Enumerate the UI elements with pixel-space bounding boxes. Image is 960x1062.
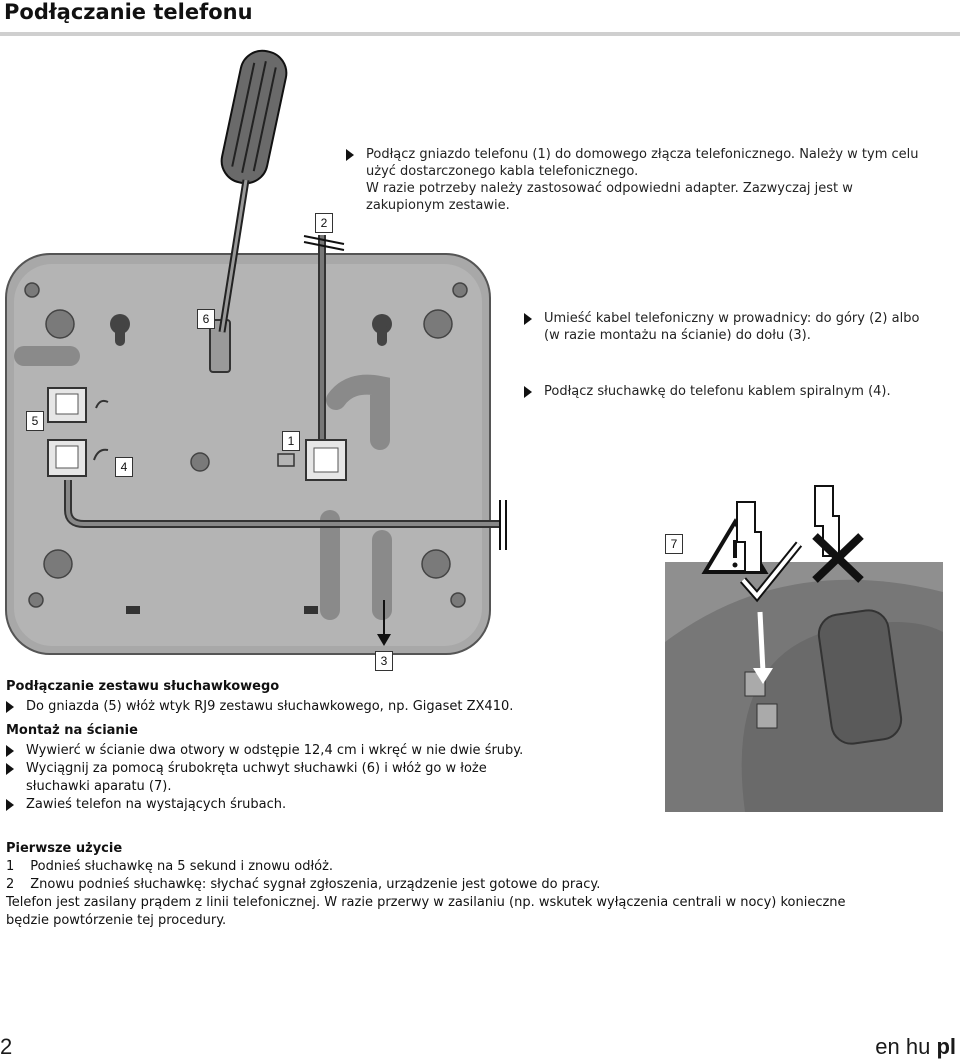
note-text: Telefon jest zasilany prądem z linii tel… bbox=[6, 895, 846, 928]
page-title: Podłączanie telefonu bbox=[4, 0, 253, 24]
instruction-text: Umieść kabel telefoniczny w prowadnicy: … bbox=[544, 311, 920, 343]
section-heading: Podłączanie zestawu słuchawkowego bbox=[6, 679, 280, 694]
list-item: Zawieś telefon na wystających śrubach. bbox=[26, 797, 287, 812]
foot-icon bbox=[43, 549, 73, 579]
instruction-block-1: Podłącz gniazdo telefonu (1) do domowego… bbox=[346, 146, 946, 214]
step-text: Znowu podnieś słuchawkę: słychać sygnał … bbox=[30, 877, 601, 892]
screwdriver-icon bbox=[218, 49, 288, 333]
phone-symbol-icon bbox=[277, 453, 295, 467]
cross-icon bbox=[812, 533, 864, 583]
callout-5: 5 bbox=[26, 411, 44, 431]
instruction-text: Podłącz gniazdo telefonu (1) do domowego… bbox=[366, 147, 919, 179]
list-item: Wywierć w ścianie dwa otwory w odstępie … bbox=[26, 743, 524, 758]
handset-holder bbox=[209, 319, 231, 373]
phone-underside-figure bbox=[5, 49, 943, 658]
corner-screw-icon bbox=[452, 282, 468, 298]
step-number: 2 bbox=[6, 877, 15, 892]
language-indicator: en hu pl bbox=[875, 1034, 956, 1060]
bullet-arrow-icon bbox=[346, 149, 354, 161]
step-text: Podnieś słuchawkę na 5 sekund i znowu od… bbox=[30, 859, 334, 874]
callout-1: 1 bbox=[282, 431, 300, 451]
instruction-block-2: Umieść kabel telefoniczny w prowadnicy: … bbox=[524, 310, 944, 344]
cradle-inset-figure bbox=[665, 482, 943, 812]
title-rule bbox=[0, 32, 960, 36]
callout-3: 3 bbox=[375, 651, 393, 671]
other-languages: en hu bbox=[875, 1034, 931, 1059]
instruction-text: Podłącz słuchawkę do telefonu kablem spi… bbox=[544, 384, 891, 399]
bullet-arrow-icon bbox=[6, 701, 14, 713]
callout-2: 2 bbox=[315, 213, 333, 233]
section-heading: Pierwsze użycie bbox=[6, 841, 123, 856]
instruction-text: W razie potrzeby należy zastosować odpow… bbox=[366, 181, 853, 213]
bullet-arrow-icon bbox=[6, 799, 14, 811]
step-row: 1 Podnieś słuchawkę na 5 sekund i znowu … bbox=[6, 858, 946, 876]
handset-icon bbox=[93, 448, 109, 461]
bullet-arrow-icon bbox=[524, 313, 532, 325]
corner-screw-icon bbox=[450, 592, 466, 608]
corner-screw-icon bbox=[24, 282, 40, 298]
foot-icon bbox=[423, 309, 453, 339]
wall-mount-section: Montaż na ścianie Wywierć w ścianie dwa … bbox=[6, 722, 656, 814]
headset-icon bbox=[95, 399, 109, 409]
bullet-arrow-icon bbox=[524, 386, 532, 398]
callout-7: 7 bbox=[665, 534, 683, 554]
first-use-section: Pierwsze użycie 1 Podnieś słuchawkę na 5… bbox=[6, 840, 946, 930]
clip-correct bbox=[736, 501, 762, 573]
list-item: Wyciągnij za pomocą śrubokręta uchwyt sł… bbox=[26, 761, 487, 794]
headset-section: Podłączanie zestawu słuchawkowego Do gni… bbox=[6, 678, 646, 716]
down-arrow-icon bbox=[377, 634, 391, 646]
callout-4: 4 bbox=[115, 457, 133, 477]
page-number: 2 bbox=[0, 1034, 13, 1059]
foot-icon bbox=[421, 549, 451, 579]
instruction-block-3: Podłącz słuchawkę do telefonu kablem spi… bbox=[524, 383, 944, 400]
center-screw-icon bbox=[190, 452, 210, 472]
section-heading: Montaż na ścianie bbox=[6, 723, 138, 738]
foot-icon bbox=[45, 309, 75, 339]
bullet-arrow-icon bbox=[6, 763, 14, 775]
corner-screw-icon bbox=[28, 592, 44, 608]
list-item: Do gniazda (5) włóż wtyk RJ9 zestawu słu… bbox=[26, 699, 514, 714]
step-row: 2 Znowu podnieś słuchawkę: słychać sygna… bbox=[6, 876, 946, 894]
current-language: pl bbox=[936, 1034, 956, 1059]
callout-6: 6 bbox=[197, 309, 215, 329]
bullet-arrow-icon bbox=[6, 745, 14, 757]
step-number: 1 bbox=[6, 859, 15, 874]
